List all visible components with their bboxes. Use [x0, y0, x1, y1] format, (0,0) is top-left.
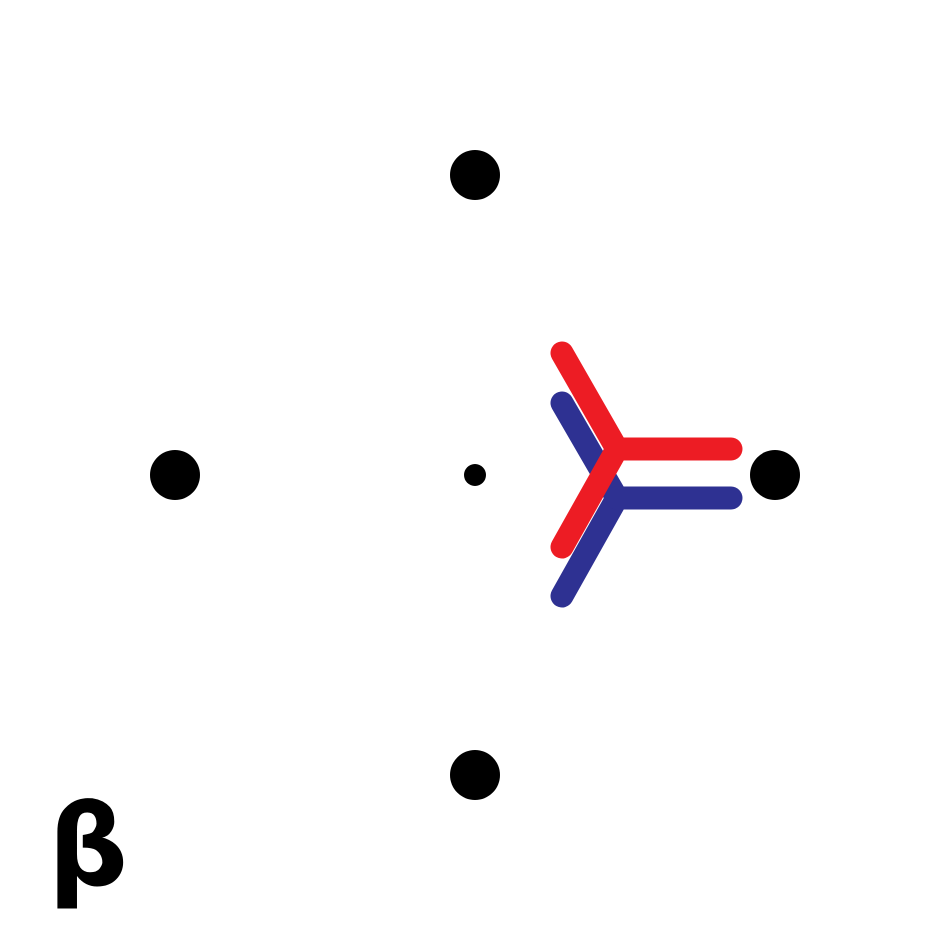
bottom-dot: [450, 750, 500, 800]
blue-mark-lower-arm: [550, 486, 629, 608]
right-dot: [750, 450, 800, 500]
left-dot: [150, 450, 200, 500]
beta-label: β: [48, 782, 128, 912]
top-dot: [450, 150, 500, 200]
red-mark-upper-arm: [550, 341, 629, 461]
center-dot: [464, 464, 486, 486]
red-three-arm-mark: [550, 341, 743, 559]
red-mark-lower-arm: [550, 437, 629, 559]
